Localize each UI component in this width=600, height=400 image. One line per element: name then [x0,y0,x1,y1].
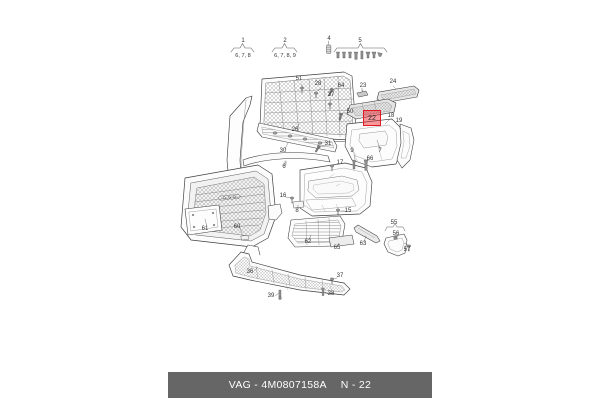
part-63-bracket [353,224,381,244]
legend-bracket-1 [230,43,255,53]
callout-number: 56 [393,231,400,237]
callout-number: 57 [404,247,411,253]
page-number-label: N - 22 [340,379,372,391]
part-23-small-clip [356,87,369,98]
part-55-56-bracket-group [383,223,411,257]
leader-lines [204,83,409,297]
callout-number: 23 [360,83,367,89]
legend-part-4-glyph [326,40,332,54]
highlight-part-number: 22 [368,114,376,122]
legend-bracket-5 [333,43,388,53]
callout-number: 7 [378,148,382,154]
callout-number: 28 [315,81,322,87]
legend-bracket-number: 2 [283,38,287,44]
fastener-glyphs [240,86,412,300]
lower-main-grille [180,164,283,248]
callout-number: 39 [268,293,275,299]
callout-number: 38 [328,291,335,297]
callout-number: 63 [360,241,367,247]
callout-number: 37 [337,273,344,279]
callout-number: 51 [296,76,303,82]
callout-number: 36 [247,269,254,275]
legend-bracket-contents: 6, 7, 8 [235,53,251,59]
callout-number: 19 [396,118,403,124]
callout-number: 18 [388,113,395,119]
part-65-lower-insert [328,234,355,248]
callout-number: 9 [350,148,354,154]
part-22-bracket [346,98,397,120]
legend-labels: 1 6, 7, 8 2 6, 7, 8, 9 4 5 [235,36,362,59]
callout-number: 17 [337,160,344,166]
part-24-side-trim [376,85,420,104]
catalog-number-label: VAG - 4M0807158A [228,379,327,391]
legend-bracket-number: 5 [358,38,362,44]
callout-number: 60 [234,224,241,230]
callout-number: 31 [325,141,332,147]
callout-number: 8 [295,208,299,214]
callout-number: 62 [305,239,312,245]
part-36-under-tray [228,244,351,296]
legend-bracket-contents: 6, 7, 8, 9 [274,53,296,59]
callout-number: 24 [390,79,397,85]
legend-part-5-fasteners [336,50,383,60]
callout-number: 15 [345,208,352,214]
callout-number: 26 [292,127,299,133]
catalog-footer-bar: VAG - 4M0807158A N - 22 [168,372,432,398]
callout-number: 64 [338,83,345,89]
callout-number: 65 [334,245,341,251]
part-30-trim-strip [256,122,338,153]
legend-bracket-number: 1 [241,38,245,44]
callout-number: 6 [282,164,286,170]
part-18-19-side-mount [344,118,415,169]
callout-number: 27 [328,92,335,98]
legend-bracket-number: 4 [327,36,331,42]
part-61-plate-bracket [184,204,223,236]
callout-number: 55 [391,220,398,226]
callout-number: 61 [202,226,209,232]
legend-bracket-2 [271,43,298,53]
callout-number: 30 [280,148,287,154]
highlight-box-part-22[interactable]: 22 [363,110,381,126]
callout-number: 66 [367,156,374,162]
callout-number: 16 [280,193,287,199]
callout-number: 50 [347,109,354,115]
